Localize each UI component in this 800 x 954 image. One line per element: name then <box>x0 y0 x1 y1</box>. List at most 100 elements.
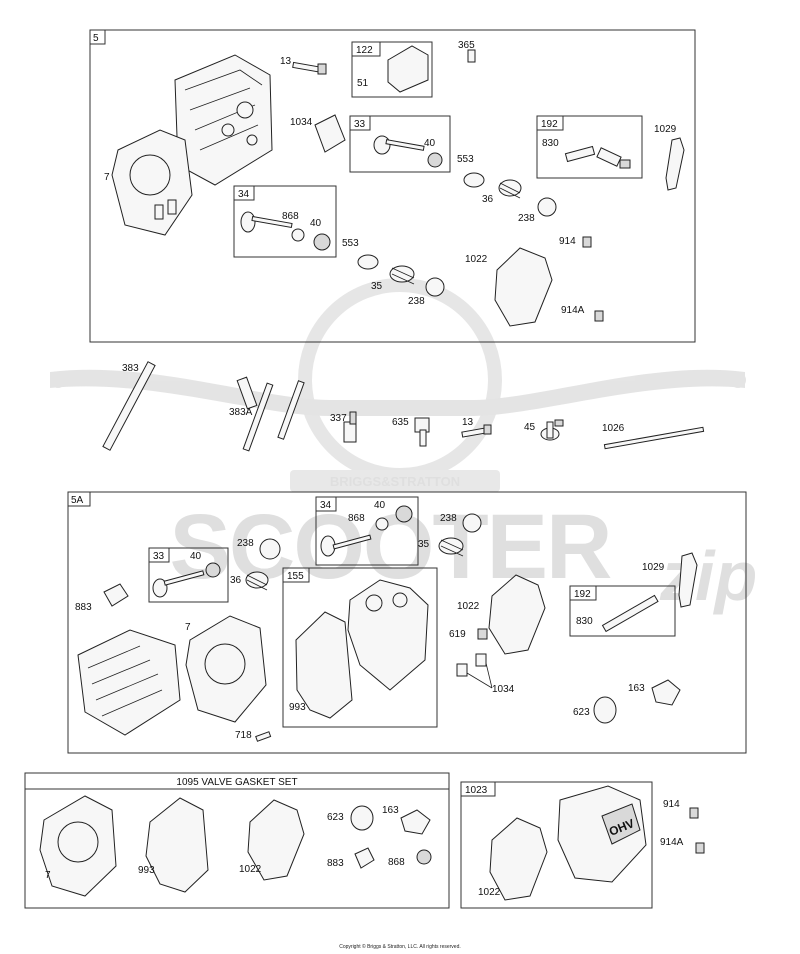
bolt-13b-part <box>461 424 492 438</box>
gasket-993c-part <box>145 797 209 893</box>
label-718: 718 <box>235 730 252 741</box>
box-34b <box>315 496 419 566</box>
watermark-dot-right <box>730 372 746 388</box>
box-33b-tag <box>148 547 170 563</box>
label-163: 163 <box>628 683 645 694</box>
valve-33b-part <box>152 562 221 598</box>
section-1023-tag <box>460 781 496 797</box>
label-34b-868: 868 <box>348 513 365 524</box>
valve-cover-part: OHV <box>557 785 647 883</box>
label-914Ad: 914A <box>660 837 684 848</box>
section-5A: 5A 34 40 868 238 238 35 33 40 <box>67 491 747 754</box>
section-5-frame <box>89 29 696 343</box>
label-7c: 7 <box>45 870 51 881</box>
bolt-914-part <box>582 236 592 248</box>
section-1023-label: 1023 <box>465 785 488 796</box>
label-914: 914 <box>559 236 576 247</box>
label-383A: 383A <box>229 407 253 418</box>
box-122-label: 122 <box>356 45 373 56</box>
section-5: 5 7 13 122 51 <box>89 29 696 343</box>
label-238b: 238 <box>408 296 425 307</box>
label-553b: 553 <box>342 238 359 249</box>
box-122-tag <box>351 41 381 57</box>
spring-35b-part <box>438 537 464 557</box>
watermark-dot-left <box>50 372 66 388</box>
stud-365-part <box>467 49 476 63</box>
box-155-tag <box>282 567 310 583</box>
label-1034: 1034 <box>290 117 313 128</box>
section-1095: 1095 VALVE GASKET SET 7 993 1022 623 163… <box>24 772 450 909</box>
box-192a-label: 192 <box>541 119 558 130</box>
cap-238d-part <box>259 538 281 560</box>
valve-34a-part <box>240 211 331 251</box>
label-7b: 7 <box>185 622 191 633</box>
box-33a <box>349 115 451 173</box>
cap-238-part <box>537 197 557 217</box>
bolt-13-part <box>292 61 327 75</box>
bolt-914d-part <box>689 807 699 819</box>
label-623: 623 <box>573 707 590 718</box>
label-868c: 868 <box>388 857 405 868</box>
gasket-883c-part <box>354 847 375 869</box>
box-192b-tag <box>569 585 597 601</box>
box-192b <box>569 585 676 637</box>
label-619: 619 <box>449 629 466 640</box>
bolt-914A-part <box>594 310 604 322</box>
gasket-155-part <box>347 579 429 691</box>
rocker-arm-b-part <box>678 552 698 608</box>
gasket-163-part <box>651 679 681 706</box>
section-1095-title: 1095 VALVE GASKET SET <box>176 777 297 788</box>
label-1022c: 1022 <box>239 864 262 875</box>
label-34b-40: 40 <box>374 500 386 511</box>
label-623c: 623 <box>327 812 344 823</box>
box-33b <box>148 547 229 603</box>
pushrod-383-part <box>102 361 156 451</box>
label-883c: 883 <box>327 858 344 869</box>
label-993b: 993 <box>289 702 306 713</box>
middle-parts: 383 383A 337 635 13 45 1026 <box>102 361 705 452</box>
fitting-635-part <box>414 417 430 447</box>
label-35: 35 <box>371 281 383 292</box>
label-36b: 36 <box>230 575 242 586</box>
head-gasket-part <box>111 129 193 236</box>
label-33b-40: 40 <box>190 551 202 562</box>
label-1026: 1026 <box>602 423 625 434</box>
pushrod-1026-part <box>603 426 705 450</box>
box-155 <box>282 567 438 728</box>
washer-553-part <box>463 172 485 188</box>
label-7: 7 <box>104 172 110 183</box>
label-34a-40: 40 <box>310 218 322 229</box>
watermark-text: SCOOTER <box>170 496 611 598</box>
guide-383A-part <box>236 376 305 452</box>
cylinder-head-part <box>174 54 273 186</box>
watermark-brand-box <box>290 470 500 492</box>
box-34a-tag <box>233 185 255 201</box>
section-1023-frame <box>460 781 653 909</box>
gasket-163c-part <box>400 809 431 835</box>
label-635: 635 <box>392 417 409 428</box>
pin-718-part <box>255 731 272 742</box>
label-1022: 1022 <box>465 254 488 265</box>
spring-36b-part <box>245 571 269 591</box>
label-914A: 914A <box>561 305 585 316</box>
valve-33a-part <box>373 135 443 168</box>
label-883: 883 <box>75 602 92 613</box>
label-34a-868: 868 <box>282 211 299 222</box>
box-34a <box>233 185 337 258</box>
bolt-914Ad-part <box>695 842 705 854</box>
label-238c: 238 <box>440 513 457 524</box>
box-34a-label: 34 <box>238 189 250 200</box>
label-830b: 830 <box>576 616 593 627</box>
cap-238c-part <box>462 513 482 533</box>
section-1023: 1023 1022 OHV 914 914A <box>460 781 705 909</box>
label-45: 45 <box>524 422 536 433</box>
watermark-bar <box>50 369 745 416</box>
label-1022d: 1022 <box>478 887 501 898</box>
label-337: 337 <box>330 413 347 424</box>
box-33a-tag <box>349 115 371 131</box>
valve-34b-part <box>320 505 413 557</box>
label-238: 238 <box>518 213 535 224</box>
section-5-label: 5 <box>93 33 99 44</box>
section-5-tag <box>89 29 106 45</box>
